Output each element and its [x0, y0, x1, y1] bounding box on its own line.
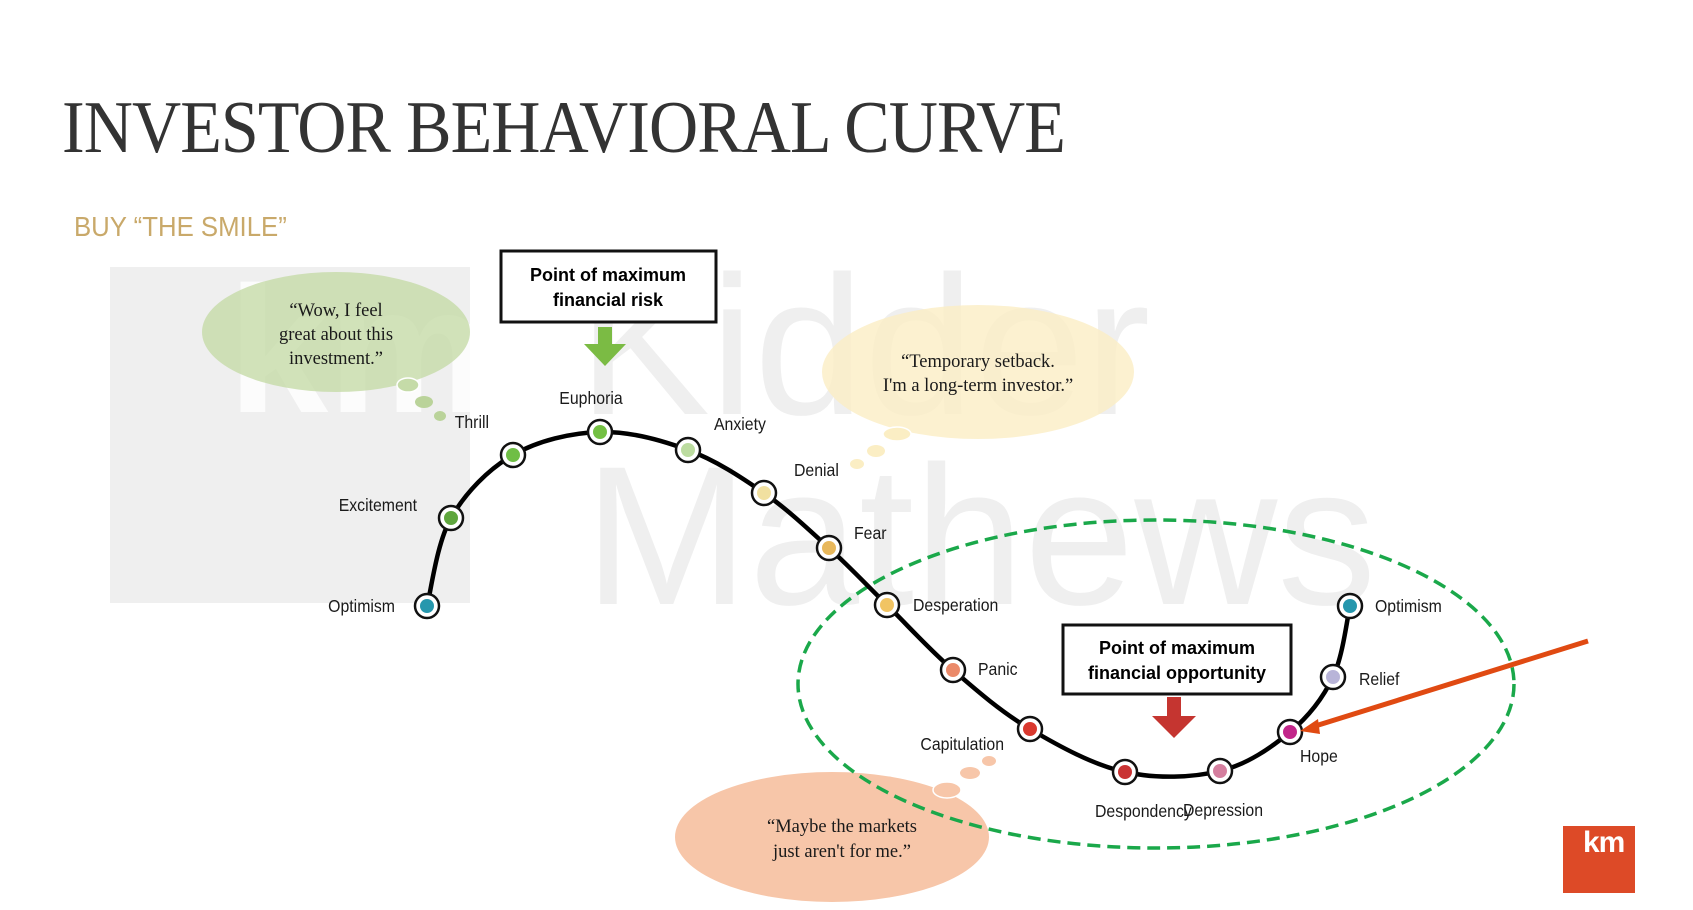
stage-despondency: Despondency [1095, 758, 1192, 821]
stage-optimism: Optimism [328, 592, 441, 620]
stage-marker-dot [681, 443, 695, 457]
stage-depression: Depression [1183, 757, 1263, 820]
stage-marker-dot [593, 425, 607, 439]
stage-marker-dot [444, 511, 458, 525]
callout-max-risk: Point of maximum financial risk [499, 249, 718, 366]
page-subtitle: BUY “THE SMILE” [74, 211, 287, 242]
quote-line: “Temporary setback. [901, 352, 1055, 372]
quote-line: investment.” [289, 349, 383, 369]
bubble-dot [415, 396, 433, 408]
callout-max-opportunity: Point of maximum financial opportunity [1061, 623, 1293, 738]
stage-marker-dot [822, 541, 836, 555]
stage-hope: Hope [1276, 718, 1338, 766]
thought-bubble-capitulation: “Maybe the markets just aren't for me.” [675, 756, 996, 902]
stage-desperation: Desperation [873, 591, 998, 619]
stage-anxiety: Anxiety [674, 414, 766, 464]
stage-label: Capitulation [920, 734, 1004, 754]
stage-label: Excitement [339, 495, 418, 515]
callout-box [499, 249, 718, 324]
stage-label: Thrill [455, 412, 489, 432]
logo-text: km [1583, 826, 1625, 859]
quote-line: great about this [279, 325, 393, 345]
quote-line: I'm a long-term investor.” [883, 376, 1073, 396]
stage-label: Fear [854, 523, 887, 543]
stage-panic: Panic [939, 656, 1018, 684]
stage-marker-dot [1118, 765, 1132, 779]
stage-marker-dot [506, 448, 520, 462]
stage-marker-dot [420, 599, 434, 613]
page-title: INVESTOR BEHAVIORAL CURVE [62, 87, 1066, 169]
thought-bubble-euphoric: “Wow, I feel great about this investment… [202, 272, 470, 421]
bubble-dot [850, 459, 864, 469]
stage-label: Despondency [1095, 801, 1192, 821]
stage-label: Panic [978, 659, 1018, 679]
bubble-body [202, 272, 470, 392]
stage-marker-dot [1023, 722, 1037, 736]
stage-label: Hope [1300, 746, 1338, 766]
kidder-mathews-logo: km [1563, 826, 1635, 893]
stage-thrill: Thrill [455, 412, 527, 469]
opportunity-zone-ellipse [796, 518, 1516, 850]
bubble-dot [982, 756, 996, 766]
callout-box [1061, 623, 1293, 696]
bubble-dot [960, 767, 980, 779]
stage-label: Relief [1359, 669, 1400, 689]
stage-label: Desperation [913, 595, 998, 615]
stage-excitement: Excitement [339, 495, 465, 532]
thought-bubble-denial: “Temporary setback. I'm a long-term inve… [822, 305, 1134, 469]
arrowhead-icon [1300, 719, 1320, 734]
quote-line: just aren't for me.” [772, 842, 911, 862]
bubble-dot [434, 411, 446, 421]
bubble-body [675, 772, 989, 902]
callout-line: Point of maximum [1099, 638, 1255, 658]
stage-markers: Optimism Excitement Thrill EuphoriaAnxietyD… [328, 388, 1442, 821]
callout-line: Point of maximum [530, 265, 686, 285]
stage-marker-dot [1283, 725, 1297, 739]
quote-line: “Maybe the markets [767, 817, 917, 837]
stage-label: Denial [794, 460, 839, 480]
stage-optimism-end: Optimism [1336, 592, 1442, 620]
stage-euphoria: Euphoria [559, 388, 623, 446]
down-arrow-icon [1152, 697, 1196, 738]
bubble-dot [867, 445, 885, 457]
stage-marker-dot [1213, 764, 1227, 778]
stage-marker-dot [880, 598, 894, 612]
stage-marker-dot [1326, 670, 1340, 684]
stage-label: Optimism [1375, 596, 1442, 616]
stage-fear: Fear [815, 523, 887, 562]
bubble-dot [882, 426, 912, 442]
quote-line: “Wow, I feel [289, 301, 382, 321]
bubble-dot [396, 377, 420, 393]
stage-label: Euphoria [559, 388, 623, 408]
stage-label: Depression [1183, 800, 1263, 820]
stage-relief: Relief [1319, 663, 1400, 691]
stage-label: Optimism [328, 596, 395, 616]
stage-marker-dot [946, 663, 960, 677]
stage-denial: Denial [750, 460, 839, 507]
bubble-body [822, 305, 1134, 439]
stage-label: Anxiety [714, 414, 766, 434]
callout-line: financial risk [553, 290, 664, 310]
bubble-dot [932, 781, 962, 799]
stage-marker-dot [1343, 599, 1357, 613]
callout-line: financial opportunity [1088, 663, 1266, 683]
stage-capitulation: Capitulation [920, 715, 1044, 754]
hope-pointer-arrow [1300, 638, 1589, 734]
down-arrow-icon [584, 327, 626, 366]
stage-marker-dot [757, 486, 771, 500]
